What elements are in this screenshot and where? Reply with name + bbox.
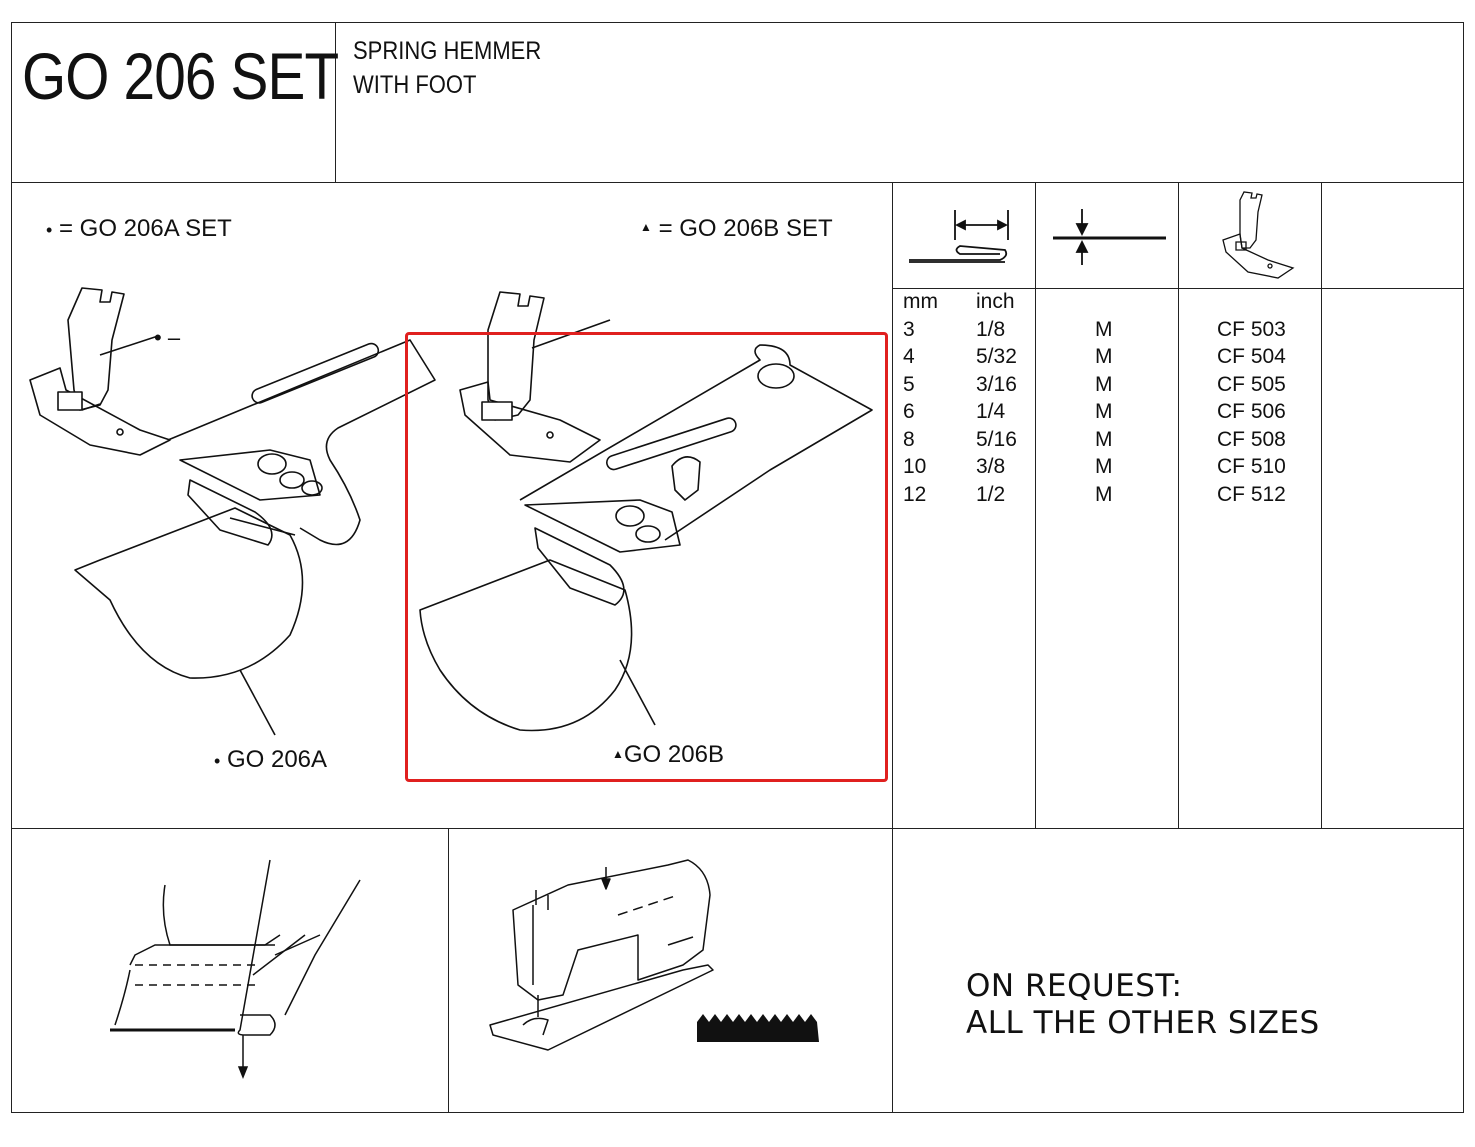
dot-symbol: •	[214, 751, 221, 771]
hemmer-a-illustration	[20, 280, 490, 760]
material-thickness-icon	[1050, 205, 1170, 275]
table-cell-inch: 5/16	[976, 427, 1017, 451]
table-col-mm: mm 3 4 5 6 8 10 12	[903, 288, 938, 508]
table-cell-type: M	[1095, 372, 1113, 396]
table-cell-code: CF 505	[1217, 372, 1286, 396]
sheet-frame	[11, 22, 1464, 1113]
part-b-label: ▲GO 206B	[612, 741, 724, 769]
table-cell-inch: 1/2	[976, 482, 1006, 506]
on-request-line-2: ALL THE OTHER SIZES	[966, 1005, 1320, 1041]
part-a-label: • GO 206A	[214, 746, 327, 774]
table-cell-type: M	[1095, 317, 1113, 341]
table-cell-type: M	[1095, 400, 1113, 423]
table-cell-type: M	[1095, 345, 1113, 368]
table-cell-mm: 12	[903, 482, 927, 506]
part-a-text: GO 206A	[226, 746, 328, 773]
feed-dog-icon	[697, 1014, 819, 1042]
presser-foot-icon	[1218, 190, 1298, 285]
table-cell-inch: 1/8	[976, 317, 1006, 341]
table-cell-code: CF 508	[1217, 427, 1286, 451]
divider-table-left	[892, 182, 893, 1113]
divider-table-col2	[1035, 182, 1036, 828]
table-cell-inch: 5/32	[976, 345, 1017, 368]
legend-set-a-label: = GO 206A SET	[58, 215, 232, 242]
legend-set-a: • = GO 206A SET	[46, 215, 232, 243]
sewing-machine-icon	[488, 855, 748, 1055]
hem-fold-diagram-icon	[105, 855, 385, 1085]
table-cell-mm: 5	[903, 372, 915, 396]
table-cell-mm: 10	[903, 455, 927, 478]
legend-set-b-label: = GO 206B SET	[658, 215, 833, 242]
legend-set-b: ▲ = GO 206B SET	[640, 215, 833, 243]
page-title: GO 206 SET	[22, 39, 339, 113]
on-request-line-1: ON REQUEST:	[966, 968, 1183, 1004]
table-cell-inch: 1/4	[976, 400, 1006, 423]
table-cell-mm: 4	[903, 345, 915, 368]
divider-table-col4	[1321, 182, 1322, 828]
table-cell-mm: 3	[903, 317, 915, 341]
table-cell-code: CF 506	[1217, 400, 1286, 423]
triangle-symbol: ▲	[640, 220, 652, 234]
table-cell-type: M	[1095, 427, 1113, 451]
table-cell-inch: 3/8	[976, 455, 1006, 478]
subtitle-line-1: SPRING HEMMER	[353, 37, 542, 65]
hemmer-b-illustration	[410, 290, 880, 750]
table-cell-code: CF 512	[1217, 482, 1286, 506]
table-cell-mm: 8	[903, 427, 915, 451]
part-b-text: GO 206B	[623, 741, 724, 768]
table-cell-code: CF 503	[1217, 317, 1286, 341]
table-col-inch: inch 1/8 5/32 3/16 1/4 5/16 3/8 1/2	[976, 288, 1017, 508]
divider-title	[335, 22, 336, 182]
on-request-note: ON REQUEST: ALL THE OTHER SIZES	[966, 968, 1320, 1042]
table-cell-type: M	[1095, 455, 1113, 478]
page-subtitle: SPRING HEMMER WITH FOOT	[353, 34, 541, 102]
table-cell-code: CF 504	[1217, 345, 1286, 368]
table-col-type: M M M M M M M	[1095, 316, 1113, 509]
table-cell-mm: 6	[903, 400, 915, 423]
table-header-mm: mm	[903, 290, 938, 313]
divider-footer-mid	[448, 828, 449, 1113]
table-cell-inch: 3/16	[976, 372, 1017, 396]
divider-header	[11, 182, 1464, 183]
table-cell-code: CF 510	[1217, 455, 1286, 478]
subtitle-line-2: WITH FOOT	[353, 71, 477, 99]
table-header-inch: inch	[976, 290, 1015, 313]
triangle-symbol: ▲	[612, 747, 624, 761]
bullet-a-marker: • –	[154, 325, 181, 350]
dot-symbol: •	[46, 220, 53, 240]
divider-footer	[11, 828, 1464, 829]
table-col-code: CF 503 CF 504 CF 505 CF 506 CF 508 CF 51…	[1217, 316, 1286, 509]
table-cell-type: M	[1095, 482, 1113, 506]
divider-table-col3	[1178, 182, 1179, 828]
hem-width-icon	[905, 200, 1025, 280]
selection-highlight-box	[405, 332, 888, 782]
